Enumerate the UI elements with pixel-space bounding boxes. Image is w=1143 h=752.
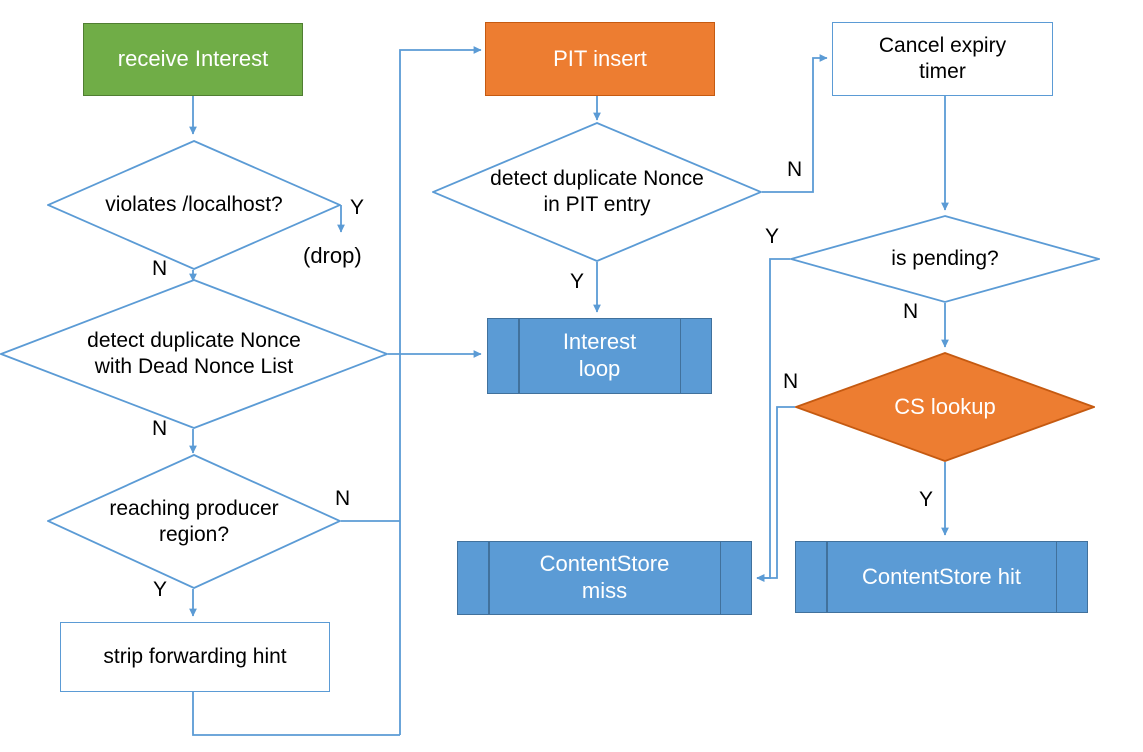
node-is-pending[interactable]: is pending? <box>790 215 1100 303</box>
node-pit-insert[interactable]: PIT insert <box>485 22 715 96</box>
predefined-process-left-bar <box>826 542 828 612</box>
edge-label-violates-yes: Y <box>350 196 365 219</box>
edge-strip-to-trunk <box>192 692 400 736</box>
edge-trunk-to-pit-insert <box>399 46 482 735</box>
edge-label-pending-no: N <box>903 300 919 323</box>
node-strip-forwarding-hint-label: strip forwarding hint <box>103 645 287 669</box>
predefined-process-right-bar <box>719 542 721 614</box>
node-interest-loop-label: Interest loop <box>562 329 637 381</box>
edge-pit-dup-no-to-cancel <box>762 54 828 193</box>
edge-label-pit-dup-no: N <box>787 158 803 181</box>
node-pit-insert-label: PIT insert <box>553 45 647 71</box>
node-contentstore-miss-label: ContentStore miss <box>539 551 670 603</box>
edge-label-producer-no: N <box>335 487 351 510</box>
edge-pending-yes-to-cs-miss <box>756 258 790 582</box>
node-contentstore-hit-label: ContentStore hit <box>862 563 1021 589</box>
edge-label-pending-yes: Y <box>765 225 780 248</box>
predefined-process-right-bar <box>1055 542 1057 612</box>
free-text-drop: (drop) <box>303 243 362 268</box>
edge-label-violates-no: N <box>152 257 168 280</box>
predefined-process-right-bar <box>679 319 681 393</box>
predefined-process-left-bar <box>518 319 520 393</box>
edge-cs-lookup-no-to-cs-miss <box>756 406 795 582</box>
node-detect-dup-nonce-dnl[interactable]: detect duplicate Nonce with Dead Nonce L… <box>0 279 388 429</box>
node-receive-interest[interactable]: receive Interest <box>83 23 303 96</box>
node-interest-loop[interactable]: Interest loop <box>487 318 712 394</box>
node-receive-interest-label: receive Interest <box>117 46 269 72</box>
node-strip-forwarding-hint[interactable]: strip forwarding hint <box>60 622 330 692</box>
edge-label-pit-dup-yes: Y <box>570 270 585 293</box>
node-violates-localhost[interactable]: violates /localhost? <box>47 140 341 270</box>
node-contentstore-miss[interactable]: ContentStore miss <box>457 541 752 615</box>
predefined-process-left-bar <box>488 542 490 614</box>
edge-label-cs-lookup-no: N <box>783 370 799 393</box>
edge-label-producer-yes: Y <box>153 578 168 601</box>
edge-label-cs-lookup-yes: Y <box>919 488 934 511</box>
edge-label-dnl-no: N <box>152 417 168 440</box>
node-cancel-expiry-timer[interactable]: Cancel expiry timer <box>832 22 1053 96</box>
node-cs-lookup[interactable]: CS lookup <box>795 352 1095 462</box>
node-detect-dup-nonce-pit[interactable]: detect duplicate Nonce in PIT entry <box>432 122 762 262</box>
node-contentstore-hit[interactable]: ContentStore hit <box>795 541 1088 613</box>
node-cancel-expiry-timer-label: Cancel expiry timer <box>878 34 1007 83</box>
node-reaching-producer-region[interactable]: reaching producer region? <box>47 454 341 589</box>
